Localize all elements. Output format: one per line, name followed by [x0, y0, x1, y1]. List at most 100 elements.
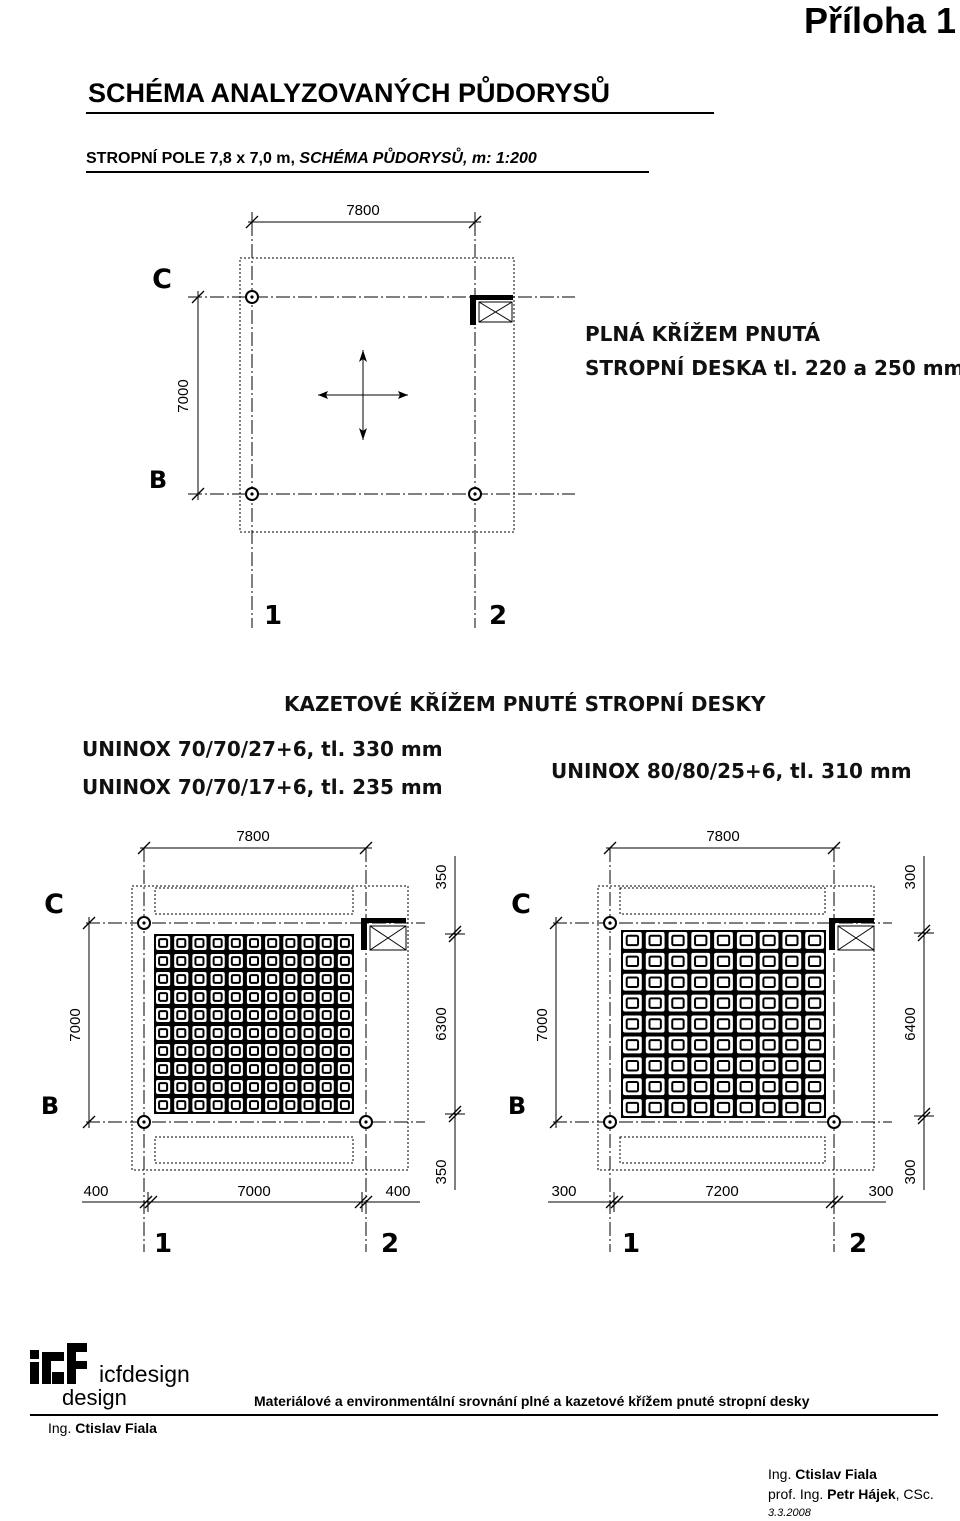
- right-grid-coffer-inner: [648, 976, 662, 988]
- solid-axis-c: C: [152, 264, 172, 295]
- right-grid-coffer-inner: [648, 1101, 662, 1114]
- left-grid-coffer-inner: [230, 938, 241, 948]
- left-grid-coffer-inner: [285, 992, 296, 1002]
- left-grid-coffer-inner: [194, 1064, 205, 1074]
- annex-label: Příloha 1: [803, 0, 956, 41]
- coffer-grid-right: [621, 930, 826, 1118]
- solid-dim-width: 7800: [346, 202, 379, 219]
- left-grid-coffer-inner: [285, 1100, 296, 1110]
- left-grid-coffer-inner: [230, 1082, 241, 1092]
- left-grid-coffer-inner: [321, 1010, 332, 1020]
- left-axis-c: C: [44, 889, 64, 920]
- left-grid-coffer-inner: [212, 1064, 223, 1074]
- left-grid-coffer-inner: [285, 938, 296, 948]
- engineer-name: Ing. Ctislav Fiala: [48, 1420, 157, 1436]
- left-grid-coffer-inner: [339, 974, 350, 984]
- left-grid-coffer-inner: [158, 1046, 169, 1056]
- right-dim-bot-mid: 7200: [705, 1183, 738, 1200]
- left-grid-coffer-inner: [267, 1010, 278, 1020]
- coffered-plan-right: [548, 841, 934, 1252]
- left-grid-coffer-inner: [339, 938, 350, 948]
- left-grid-coffer-inner: [158, 992, 169, 1002]
- left-grid-coffer-inner: [267, 1046, 278, 1056]
- left-grid-coffer-inner: [158, 974, 169, 984]
- left-grid-coffer-inner: [339, 992, 350, 1002]
- right-grid-coffer-inner: [625, 934, 640, 947]
- left-grid-coffer-inner: [285, 1028, 296, 1038]
- left-grid-coffer-inner: [321, 1046, 332, 1056]
- left-grid-coffer-inner: [285, 1082, 296, 1092]
- right-grid-coffer-inner: [694, 934, 708, 947]
- left-grid-coffer-inner: [248, 992, 260, 1002]
- left-grid-coffer-inner: [321, 1082, 332, 1092]
- left-grid-coffer-inner: [285, 1046, 296, 1056]
- left-grid-coffer-inner: [194, 1010, 205, 1020]
- left-grid-coffer-inner: [267, 1028, 278, 1038]
- right-grid-coffer-inner: [807, 1018, 822, 1030]
- left-grid-coffer-inner: [248, 1010, 260, 1020]
- right-grid-coffer-inner: [648, 1018, 662, 1030]
- left-grid-coffer-inner: [303, 1046, 314, 1056]
- right-grid-coffer-inner: [739, 1018, 753, 1030]
- left-grid-coffer-inner: [267, 974, 278, 984]
- left-grid-coffer-inner: [267, 938, 278, 948]
- author-1-prefix: Ing.: [768, 1466, 796, 1482]
- left-grid-coffer-inner: [158, 1082, 169, 1092]
- coffered-title: KAZETOVÉ KŘÍŽEM PNUTÉ STROPNÍ DESKY: [284, 692, 766, 716]
- left-grid-coffer-inner: [285, 1010, 296, 1020]
- right-grid-coffer-inner: [694, 997, 708, 1009]
- right-grid-coffer-inner: [739, 1101, 753, 1114]
- left-grid-coffer-inner: [303, 956, 314, 966]
- left-grid-coffer-inner: [321, 974, 332, 984]
- left-grid-coffer-inner: [339, 1100, 350, 1110]
- right-grid-coffer-inner: [671, 955, 685, 968]
- document-date: 3.3.2008: [768, 1507, 811, 1519]
- solid-slab-label-line1: PLNÁ KŘÍŽEM PNUTÁ: [585, 322, 821, 346]
- solid-slab-label-line2: STROPNÍ DESKA tl. 220 a 250 mm: [585, 356, 960, 380]
- right-axis-2: 2: [849, 1229, 867, 1259]
- logo-text: icfdesign: [99, 1361, 190, 1387]
- left-grid-coffer-inner: [248, 1100, 260, 1110]
- left-grid-coffer-inner: [230, 1064, 241, 1074]
- right-grid-coffer-inner: [785, 1060, 799, 1072]
- coffered-plan-left: [82, 841, 465, 1252]
- right-grid-coffer-inner: [694, 1039, 708, 1051]
- right-grid-coffer-inner: [625, 955, 640, 968]
- right-grid-coffer-inner: [807, 1060, 822, 1072]
- right-grid-coffer-inner: [648, 955, 662, 968]
- right-grid-coffer-inner: [762, 1080, 776, 1093]
- left-grid-coffer-inner: [176, 1064, 187, 1074]
- left-dim-left: 7000: [67, 1008, 84, 1041]
- left-grid-coffer-inner: [285, 1064, 296, 1074]
- right-grid-coffer-inner: [671, 976, 685, 988]
- left-grid-coffer-inner: [230, 1010, 241, 1020]
- left-dim-bot-right: 400: [385, 1183, 410, 1200]
- engineer-prefix: Ing.: [48, 1420, 76, 1436]
- footer-rule: [30, 1414, 938, 1416]
- right-grid-coffer-inner: [762, 1060, 776, 1072]
- left-grid-coffer-inner: [230, 1100, 241, 1110]
- left-grid-coffer-inner: [230, 1046, 241, 1056]
- left-grid-coffer-inner: [158, 1100, 169, 1110]
- right-grid-coffer-inner: [807, 1080, 822, 1093]
- left-grid-coffer-inner: [303, 1064, 314, 1074]
- subtitle-plain: STROPNÍ POLE 7,8 x 7,0 m,: [86, 150, 300, 167]
- right-grid-coffer-inner: [785, 1018, 799, 1030]
- right-grid-coffer-inner: [739, 1039, 753, 1051]
- author-1-name: Ctislav Fiala: [795, 1466, 877, 1482]
- left-grid-coffer-inner: [303, 1010, 314, 1020]
- right-grid-coffer-inner: [694, 1018, 708, 1030]
- right-grid-coffer-inner: [716, 1101, 731, 1114]
- left-grid-coffer-inner: [176, 1100, 187, 1110]
- left-grid-coffer-inner: [194, 1046, 205, 1056]
- left-grid-coffer-inner: [176, 1028, 187, 1038]
- right-grid-coffer-inner: [785, 934, 799, 947]
- left-grid-coffer-inner: [194, 1082, 205, 1092]
- left-grid-coffer-inner: [212, 938, 223, 948]
- left-grid-coffer-inner: [212, 956, 223, 966]
- left-grid-coffer-inner: [176, 1082, 187, 1092]
- right-axis-1: 1: [622, 1229, 640, 1259]
- left-grid-coffer-inner: [248, 1046, 260, 1056]
- left-label-line2: UNINOX 70/70/17+6, tl. 235 mm: [82, 775, 443, 799]
- left-grid-coffer-inner: [303, 974, 314, 984]
